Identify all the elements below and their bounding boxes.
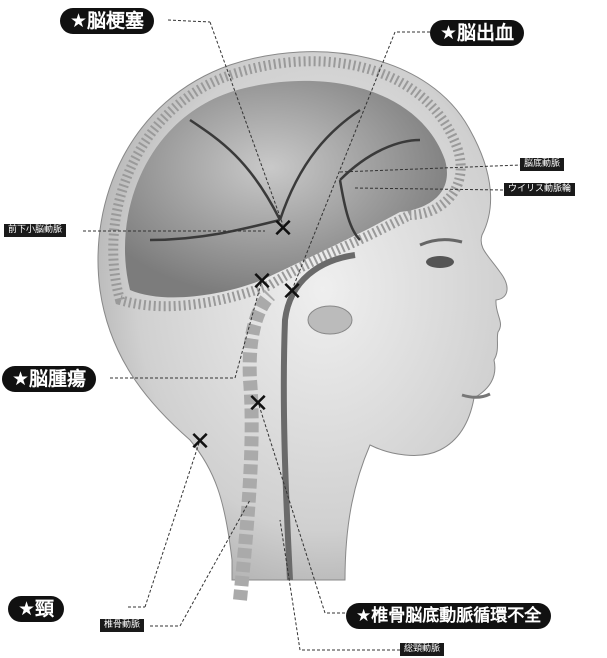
- marker-x: ✕: [189, 427, 211, 457]
- marker-x: ✕: [251, 267, 273, 297]
- label-carotid-artery: 総頸動脈: [400, 643, 444, 656]
- label-cerebral-infarction: ★脳梗塞: [60, 8, 154, 34]
- label-basilar-artery: 脳底動脈: [520, 158, 564, 171]
- marker-x: ✕: [272, 214, 294, 244]
- marker-x: ✕: [281, 277, 303, 307]
- marker-x: ✕: [247, 389, 269, 419]
- label-vertebral-artery: 椎骨動脈: [100, 619, 144, 632]
- label-neck: ★頸: [8, 596, 64, 622]
- label-vbi: ★椎骨脳底動脈循環不全: [346, 603, 551, 629]
- label-aica: 前下小脳動脈: [4, 224, 66, 237]
- ear: [308, 306, 352, 334]
- label-circle-of-willis: ウイリス動脈輪: [504, 183, 575, 196]
- label-brain-tumor: ★脳腫瘍: [2, 366, 96, 392]
- eye: [426, 256, 454, 268]
- label-cerebral-hemorrhage: ★脳出血: [430, 20, 524, 46]
